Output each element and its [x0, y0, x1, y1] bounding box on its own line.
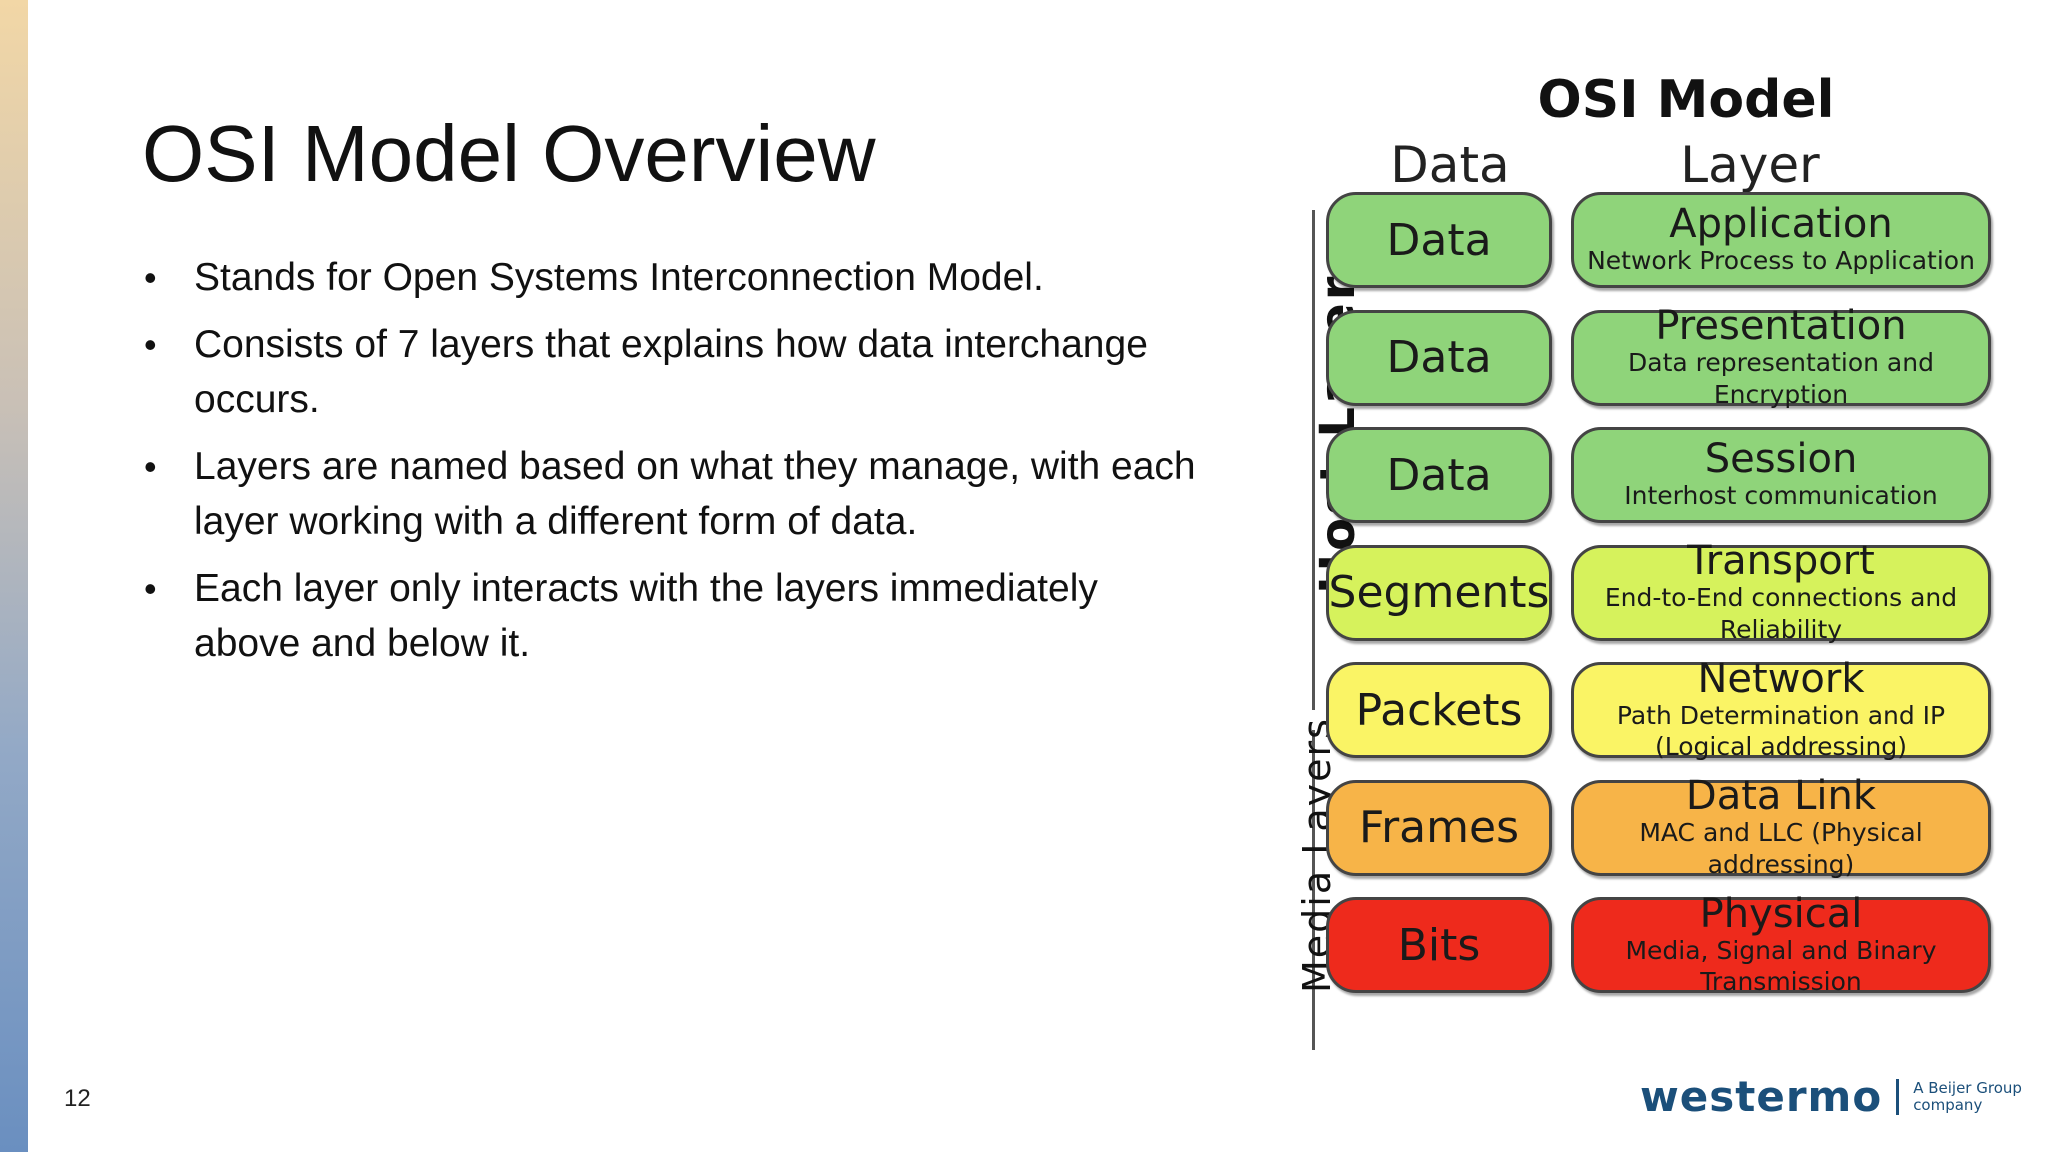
- data-unit-box: Frames: [1326, 779, 1552, 876]
- layer-description: End-to-End connections and Reliability: [1604, 583, 1958, 644]
- layer-description: Network Process to Application: [1587, 246, 1975, 276]
- logo-wordmark: westermo: [1640, 1072, 1883, 1121]
- layer-name: Presentation: [1655, 303, 1907, 350]
- layer-column-header: Layer: [1680, 136, 1820, 194]
- osi-diagram: OSI Model Data Layer Host Layers Media L…: [1260, 70, 2000, 1050]
- data-unit-box: Packets: [1326, 662, 1552, 758]
- layer-name: Transport: [1687, 538, 1875, 585]
- layer-name: Application: [1669, 201, 1893, 248]
- logo-tagline: A Beijer Group company: [1913, 1079, 2022, 1114]
- layer-description: Path Determination and IP (Logical addre…: [1616, 700, 1946, 761]
- left-accent-bar: [0, 0, 28, 1152]
- bullet-list: Stands for Open Systems Interconnection …: [142, 250, 1202, 683]
- layer-name: Session: [1704, 436, 1858, 483]
- data-unit-box: Segments: [1326, 544, 1552, 641]
- layer-description: Interhost communication: [1624, 481, 1938, 511]
- layer-name: Network: [1697, 655, 1865, 702]
- layer-description: MAC and LLC (Physical addressing): [1639, 818, 1923, 879]
- bullet-item: Consists of 7 layers that explains how d…: [142, 317, 1202, 427]
- bullet-item: Layers are named based on what they mana…: [142, 439, 1202, 549]
- bullet-item: Each layer only interacts with the layer…: [142, 561, 1202, 671]
- media-layers-bracket: [1312, 730, 1315, 1050]
- data-column-header: Data: [1390, 136, 1510, 194]
- host-layers-bracket: [1312, 210, 1315, 710]
- logo-divider: [1896, 1078, 1900, 1115]
- data-unit-box: Bits: [1326, 897, 1552, 993]
- westermo-logo: westermo A Beijer Group company: [1640, 1072, 2033, 1121]
- layer-name: Data Link: [1685, 773, 1877, 820]
- data-unit-box: Data: [1326, 309, 1552, 406]
- diagram-title: OSI Model: [1537, 70, 1835, 130]
- slide-number: 12: [64, 1085, 91, 1112]
- data-unit-box: Data: [1326, 427, 1552, 523]
- data-unit-box: Data: [1326, 192, 1552, 288]
- slide-title: OSI Model Overview: [142, 109, 876, 198]
- layer-description: Data representation and Encryption: [1628, 348, 1934, 409]
- layer-description: Media, Signal and Binary Transmission: [1625, 935, 1937, 996]
- bullet-item: Stands for Open Systems Interconnection …: [142, 250, 1202, 305]
- layer-name: Physical: [1699, 890, 1863, 937]
